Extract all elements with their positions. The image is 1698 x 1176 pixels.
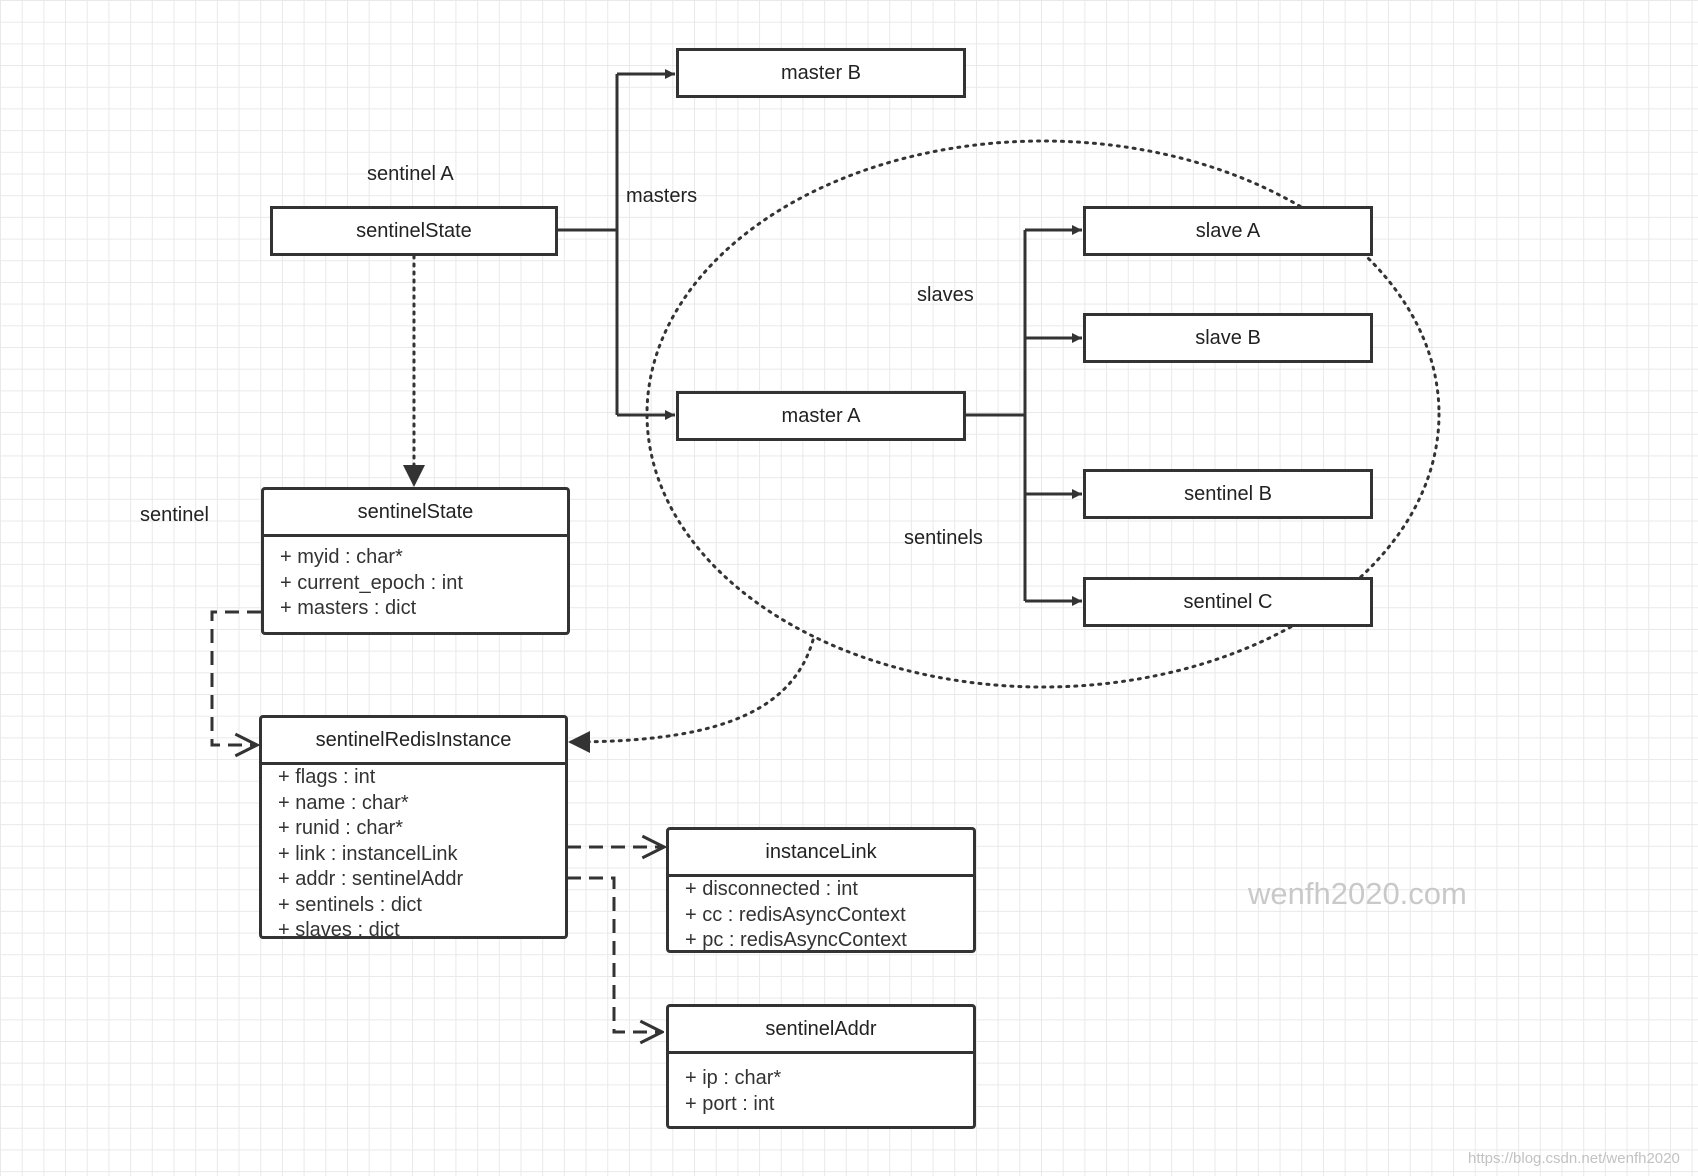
master-a-box[interactable]: master A bbox=[676, 391, 966, 441]
sentinel-redis-instance-class[interactable]: sentinelRedisInstance + flags : int + na… bbox=[259, 715, 568, 939]
class-header: sentinelRedisInstance bbox=[262, 718, 565, 765]
class-field: + port : int bbox=[685, 1092, 775, 1115]
slave-a-box[interactable]: slave A bbox=[1083, 206, 1373, 256]
sentinel-state-box[interactable]: sentinelState bbox=[270, 206, 558, 256]
class-field: + myid : char* bbox=[280, 546, 403, 568]
instance-link-class[interactable]: instanceLink + disconnected : int + cc :… bbox=[666, 827, 976, 953]
class-fields: + flags : int + name : char* + runid : c… bbox=[262, 765, 565, 939]
sentinel-c-box[interactable]: sentinel C bbox=[1083, 577, 1373, 627]
slaves-label: slaves bbox=[917, 284, 974, 306]
watermark: wenfh2020.com bbox=[1248, 876, 1467, 911]
class-field: + link : instancelLink bbox=[278, 842, 458, 865]
class-fields: + ip : char* + port : int bbox=[669, 1054, 973, 1117]
masters-connector bbox=[556, 69, 675, 420]
sentinel-b-box[interactable]: sentinel B bbox=[1083, 469, 1373, 519]
slave-a-title: slave A bbox=[1195, 219, 1261, 242]
class-header: instanceLink bbox=[669, 830, 973, 877]
class-fields: + myid : char* + current_epoch : int + m… bbox=[264, 537, 567, 622]
master-b-box[interactable]: master B bbox=[676, 48, 966, 98]
class-header: sentinelAddr bbox=[669, 1007, 973, 1054]
class-field: + ip : char* bbox=[685, 1067, 782, 1089]
class-fields: + disconnected : int + cc : redisAsyncCo… bbox=[669, 877, 973, 951]
class-field: + masters : dict bbox=[280, 597, 417, 619]
sentinel-c-title: sentinel C bbox=[1183, 590, 1273, 613]
sentinel-a-label: sentinel A bbox=[367, 163, 454, 185]
master-a-connector bbox=[965, 225, 1082, 606]
class-field: + cc : redisAsyncContext bbox=[685, 903, 906, 926]
sentinel-label: sentinel bbox=[140, 504, 209, 526]
class-field: + disconnected : int bbox=[685, 878, 858, 900]
masters-label: masters bbox=[626, 185, 698, 207]
class-field: + current_epoch : int bbox=[280, 571, 463, 594]
class-field: + addr : sentinelAddr bbox=[278, 868, 464, 890]
class-field: + flags : int bbox=[278, 766, 376, 788]
sentinels-label: sentinels bbox=[904, 527, 983, 549]
ellipse-to-instance-dotted-arrow bbox=[566, 638, 815, 753]
sentinel-state-box-title: sentinelState bbox=[356, 219, 472, 242]
source-url: https://blog.csdn.net/wenfh2020 bbox=[1468, 1150, 1680, 1167]
class-field: + slaves : dict bbox=[278, 919, 400, 939]
slave-b-box[interactable]: slave B bbox=[1083, 313, 1373, 363]
class-field: + sentinels : dict bbox=[278, 893, 422, 916]
master-a-title: master A bbox=[781, 404, 861, 427]
sentinel-state-class[interactable]: sentinelState + myid : char* + current_e… bbox=[261, 487, 570, 635]
sentinel-addr-class[interactable]: sentinelAddr + ip : char* + port : int bbox=[666, 1004, 976, 1129]
masters-dict-dashed-arrow bbox=[210, 610, 261, 745]
class-field: + runid : char* bbox=[278, 817, 404, 839]
class-field: + name : char* bbox=[278, 791, 409, 814]
class-header: sentinelState bbox=[264, 490, 567, 537]
master-b-title: master B bbox=[780, 61, 862, 84]
class-field: + pc : redisAsyncContext bbox=[685, 929, 907, 951]
sentinel-b-title: sentinel B bbox=[1184, 482, 1272, 505]
addr-dashed-arrow bbox=[567, 876, 662, 1032]
slave-b-title: slave B bbox=[1195, 326, 1261, 349]
